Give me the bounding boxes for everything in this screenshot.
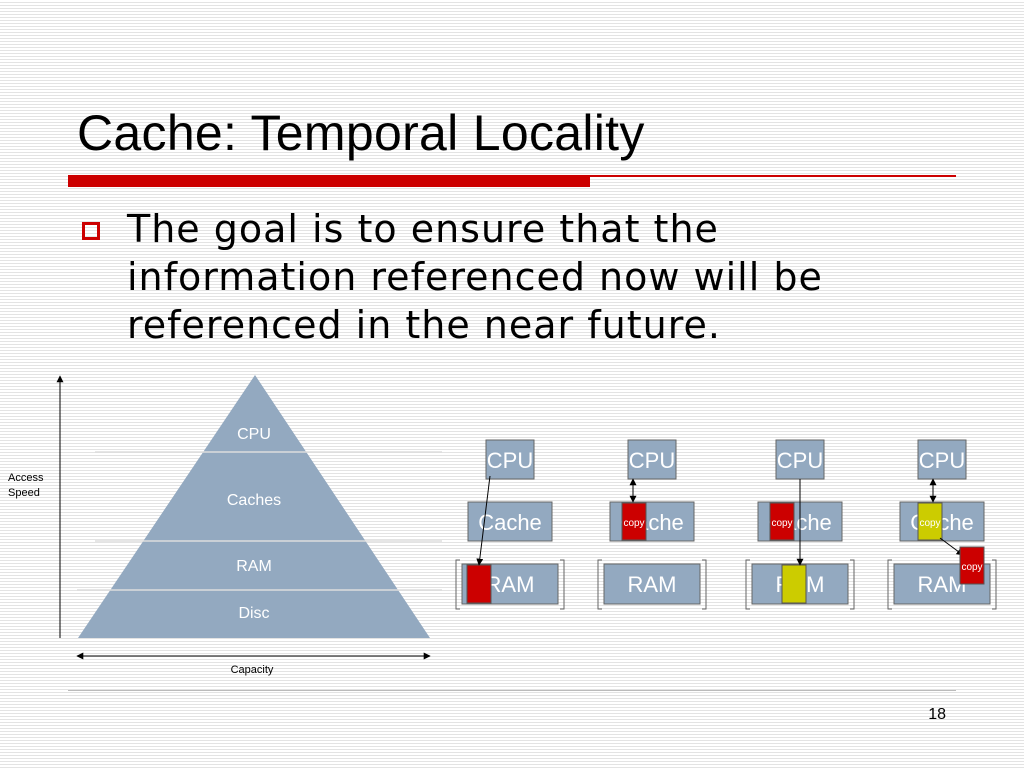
capacity-label: Capacity [231,664,274,676]
evicted-copy-block [959,546,985,585]
pyramid-level-cpu: CPU [237,426,271,443]
cached-copy-block [621,502,647,541]
copy-label: copy [623,518,644,529]
ram-bracket [745,559,855,610]
ram-box [603,563,701,605]
ram-bracket [597,559,707,610]
cpu-label: CPU [919,448,965,473]
cache-label: Cache [478,510,542,535]
access-speed-label: Access [8,472,44,484]
footer-divider [68,690,956,691]
bullet-text: The goal is to ensure that the informati… [127,207,823,347]
ram-bracket [455,559,565,610]
cache-panel-4: CPU Cache RAM copy copy [887,439,997,610]
cache-panel-1: CPU Cache RAM [455,439,565,610]
ram-bracket [887,559,997,610]
copy-label: copy [961,562,982,573]
cache-panel-2: CPU Cache RAM copy [597,439,707,610]
cpu-box [627,439,677,480]
cached-copy-block [917,502,943,541]
square-bullet-icon [82,222,100,240]
cache-box [467,501,553,542]
pyramid-shape [78,375,430,638]
memory-hierarchy-diagram: CPU Caches RAM Disc Access Speed Capacit… [8,375,997,676]
cached-copy-block [769,502,795,541]
ram-label: RAM [918,572,967,597]
cpu-label: CPU [487,448,533,473]
cpu-box [775,439,825,480]
access-arrow [476,475,491,566]
write-back-arrow [939,537,964,556]
pyramid-level-caches: Caches [227,492,281,509]
data-block [466,564,492,604]
cache-panel-3: CPU Cache RAM copy [745,439,855,610]
copy-label: copy [919,518,940,529]
pyramid-level-ram: RAM [236,558,272,575]
ram-label: RAM [628,572,677,597]
copy-label: copy [771,518,792,529]
cpu-box [917,439,967,480]
pyramid-level-disc: Disc [238,605,269,622]
access-speed-label: Speed [8,487,40,499]
cpu-label: CPU [629,448,675,473]
title-underline-accent [68,175,590,187]
slide-number: 18 [928,706,946,723]
ram-label: RAM [486,572,535,597]
cpu-box [485,439,535,480]
data-block [781,564,807,604]
slide-title: Cache: Temporal Locality [77,105,645,161]
cpu-label: CPU [777,448,823,473]
pyramid: CPU Caches RAM Disc [77,375,442,638]
